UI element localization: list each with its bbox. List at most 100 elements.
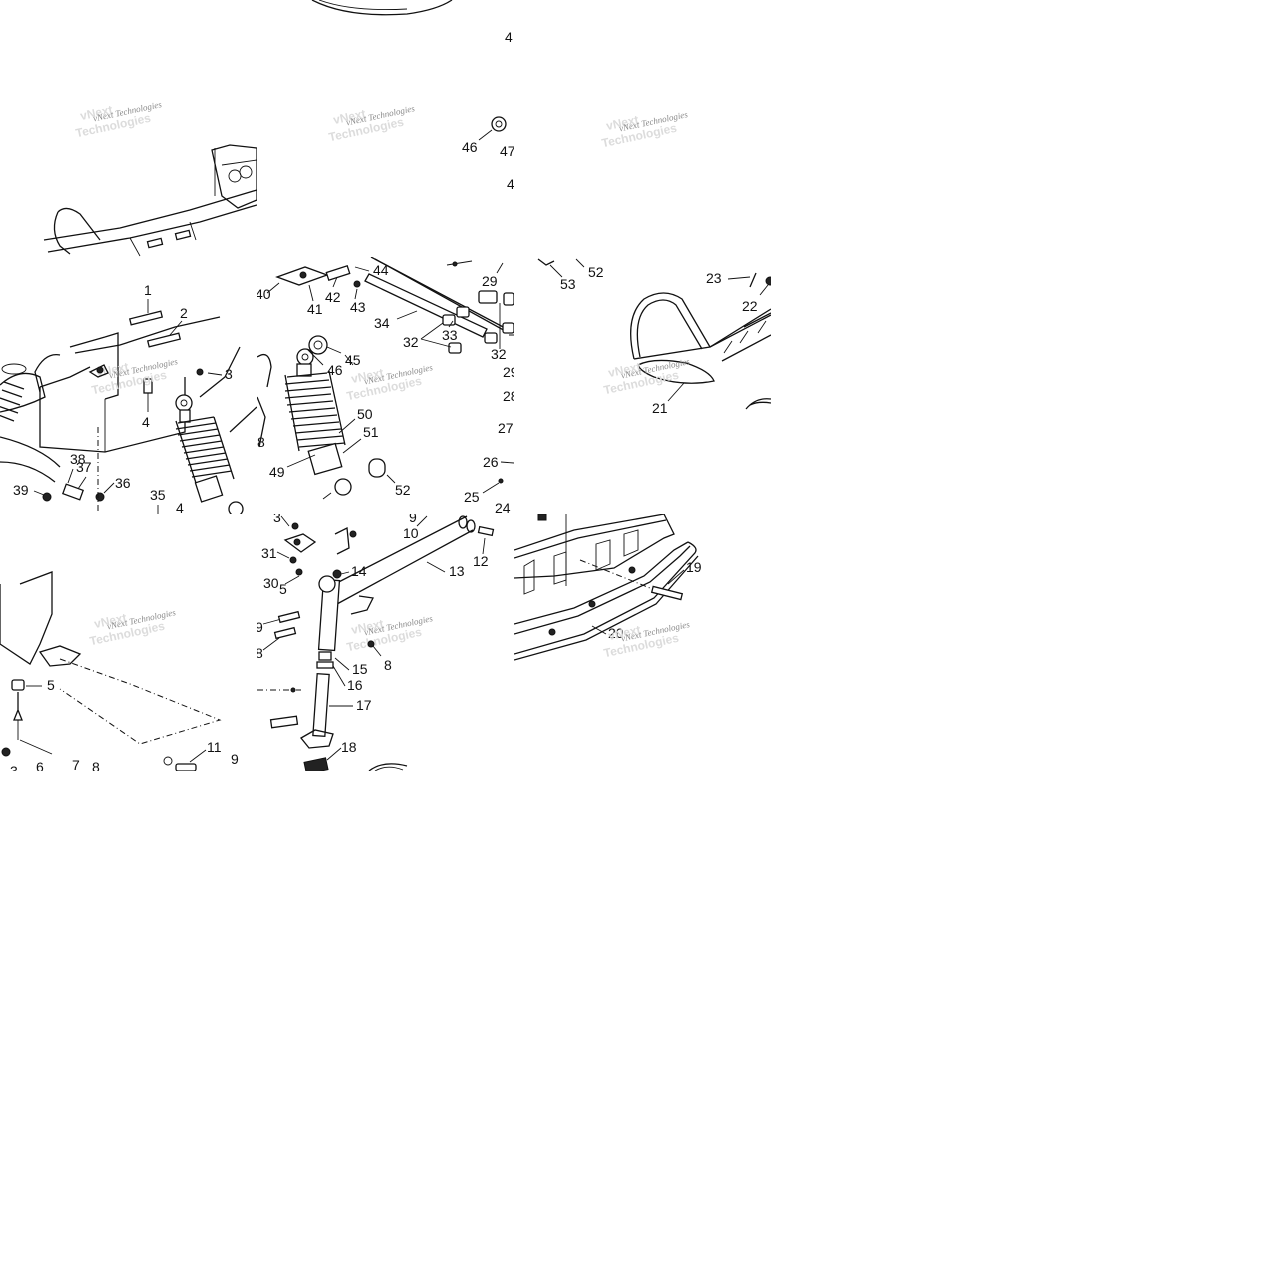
label-46: 46: [462, 139, 478, 155]
label-5: 5: [279, 581, 287, 597]
label-35: 35: [150, 487, 166, 503]
label-4b: 4: [507, 176, 514, 192]
label-9: 9: [231, 751, 239, 767]
tile-bottom-right: 19 20 vNext vNext Technologies Technolog…: [514, 514, 771, 771]
label-25: 25: [464, 489, 480, 505]
left-spring: [0, 363, 27, 422]
bumper: [630, 292, 771, 410]
label-4: 4: [505, 29, 513, 45]
ski: [514, 514, 699, 661]
label-47: 47: [500, 143, 514, 159]
label-13: 13: [449, 563, 465, 579]
label-9b: 9: [257, 619, 263, 635]
svg-text:vNext: vNext: [79, 103, 114, 123]
tile-middle-right-art: 53 52 23 22 vNext vNext Technol: [537, 258, 771, 416]
tile-bottom-left-art: vNext vNext Technologies Technologies 5 …: [0, 571, 239, 771]
svg-text:vNext: vNext: [350, 617, 385, 637]
label-8b: 8: [257, 645, 263, 661]
tile-top-middle-art: 4 vNext vNext Technologies Technologies …: [311, 0, 514, 192]
svg-text:vNext: vNext: [605, 113, 640, 133]
label-29b: 29: [503, 364, 514, 380]
tile-bottom-center-art: 3 31 30 5 9 10 12: [257, 514, 495, 771]
tile-middle-left: 1 2 3 4 v: [0, 257, 257, 514]
label-40: 40: [257, 286, 271, 302]
label-32: 32: [403, 334, 419, 350]
label-50: 50: [357, 406, 373, 422]
shock-absorber-right: [284, 348, 352, 496]
svg-text:vNext: vNext: [350, 366, 385, 386]
svg-text:vNext: vNext: [607, 360, 642, 380]
label-45: 45: [345, 352, 361, 368]
label-1: 1: [144, 282, 152, 298]
label-51: 51: [363, 424, 379, 440]
label-7: 7: [72, 757, 80, 771]
svg-text:vNext: vNext: [93, 611, 128, 631]
label-37: 37: [76, 459, 92, 475]
label-10: 10: [403, 525, 419, 541]
label-49: 49: [269, 464, 285, 480]
tile-middle-right: 53 52 23 22 vNext vNext Technol: [514, 257, 771, 514]
label-26: 26: [483, 454, 499, 470]
label-8: 8: [257, 434, 265, 450]
label-18: 18: [341, 739, 357, 755]
tile-top-left-art: vNext vNext Technologies Technologies: [43, 99, 257, 257]
label-8: 8: [92, 759, 100, 771]
label-29: 29: [482, 273, 498, 289]
tile-top-middle: 4 vNext vNext Technologies Technologies …: [257, 0, 514, 257]
label-46: 46: [327, 362, 343, 378]
label-15: 15: [352, 661, 368, 677]
label-17: 17: [356, 697, 372, 713]
label-52: 52: [395, 482, 411, 498]
label-41: 41: [307, 301, 323, 317]
label-31: 31: [261, 545, 277, 561]
label-32b: 32: [491, 346, 507, 362]
label-3: 3: [10, 763, 18, 771]
label-44: 44: [373, 262, 389, 278]
label-3: 3: [273, 514, 281, 525]
label-9: 9: [409, 514, 417, 525]
label-11: 11: [207, 739, 222, 755]
label-24: 24: [495, 500, 511, 514]
label-5: 5: [47, 677, 55, 693]
label-21: 21: [652, 400, 668, 416]
label-16: 16: [347, 677, 363, 693]
label-52: 52: [588, 264, 604, 280]
shock-absorber: [175, 394, 244, 514]
label-28: 28: [503, 388, 514, 404]
tile-top-right-art: vNext vNext Technologies Technologies: [600, 109, 689, 150]
svg-text:vNext: vNext: [332, 107, 367, 127]
label-3: 3: [225, 366, 233, 382]
label-22: 22: [742, 298, 758, 314]
label-34: 34: [374, 315, 390, 331]
label-36: 36: [115, 475, 131, 491]
label-4: 4: [142, 414, 150, 430]
label-20: 20: [608, 625, 624, 641]
tile-center: 40 44 42 41 43 34 29: [257, 257, 514, 514]
label-39: 39: [13, 482, 29, 498]
label-2: 2: [180, 305, 188, 321]
tile-top-left: vNext vNext Technologies Technologies: [0, 0, 257, 257]
tile-top-right: vNext vNext Technologies Technologies: [514, 0, 771, 257]
tile-bottom-left: vNext vNext Technologies Technologies 5 …: [0, 514, 257, 771]
label-14: 14: [351, 563, 367, 579]
label-23: 23: [706, 270, 722, 286]
tile-center-art: 40 44 42 41 43 34 29: [257, 257, 514, 514]
label-8: 8: [384, 657, 392, 673]
svg-text:vNext: vNext: [607, 623, 642, 643]
label-43: 43: [350, 299, 366, 315]
tile-bottom-center: 3 31 30 5 9 10 12: [257, 514, 514, 771]
label-6: 6: [36, 759, 44, 771]
label-42: 42: [325, 289, 341, 305]
label-4b: 4: [176, 500, 184, 514]
label-30: 30: [263, 575, 279, 591]
tile-middle-left-art: 1 2 3 4 v: [0, 282, 257, 514]
label-19: 19: [686, 559, 702, 575]
label-38: 38: [70, 451, 86, 467]
tile-bottom-right-art: 19 20 vNext vNext Technologies Technolog…: [514, 514, 702, 661]
label-12: 12: [473, 553, 489, 569]
label-53: 53: [560, 276, 576, 292]
bushing-part: [491, 116, 507, 132]
label-33: 33: [442, 327, 458, 343]
label-27: 27: [498, 420, 514, 436]
